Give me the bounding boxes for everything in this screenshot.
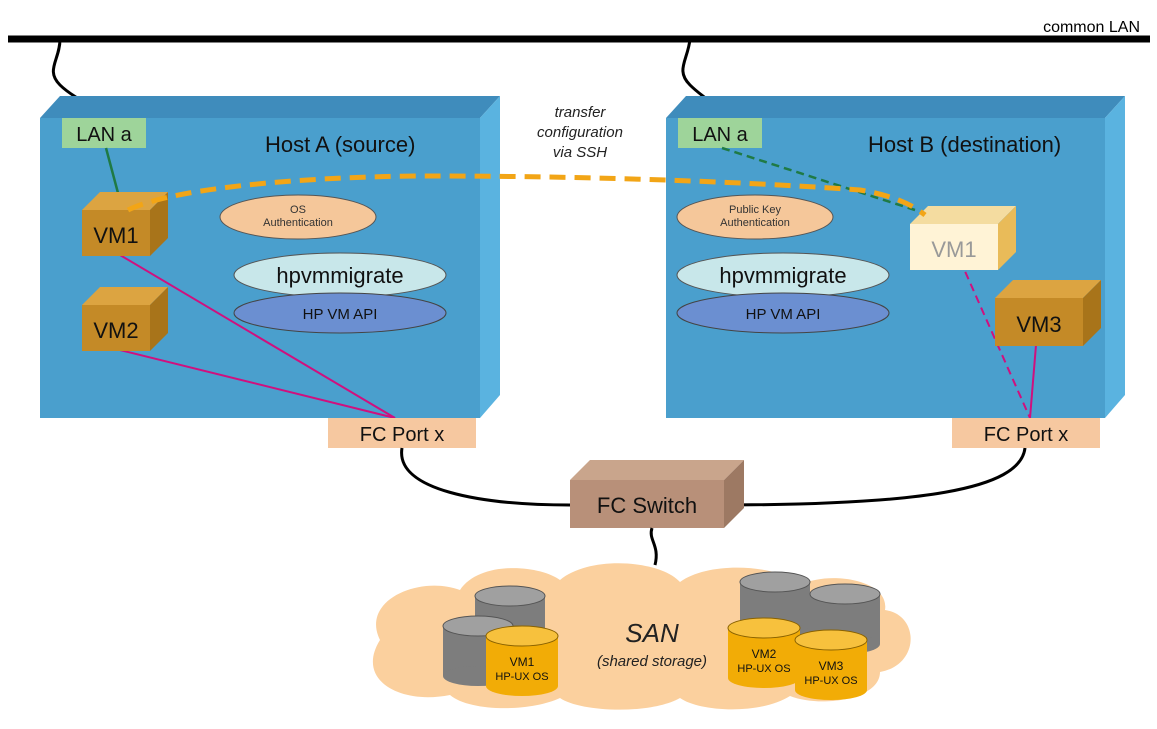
fc-link-vm1-host-b — [959, 259, 1031, 419]
fc-switch-face — [570, 480, 724, 528]
disk-vm1-label: VM1 — [510, 655, 535, 669]
fc-link-vm1-host-a — [119, 254, 396, 419]
fc-cable-host-b — [715, 447, 1027, 507]
disk-vm2-top — [727, 617, 801, 639]
host-b-fc-port-badge — [952, 418, 1100, 448]
disk-vm3-bottom — [795, 680, 867, 700]
transfer-note-line2: configuration — [537, 124, 623, 141]
san-title: SAN — [625, 618, 679, 648]
host-a-vm2: VM2 — [82, 287, 168, 351]
host-b-vm3-face — [995, 298, 1083, 346]
host-b-top — [666, 96, 1125, 118]
host-b-api-label: HP VM API — [746, 306, 821, 323]
disk-vm2-label: VM2 — [752, 647, 777, 661]
host-b-vm3-label: VM3 — [1016, 312, 1061, 337]
transfer-note-line3: via SSH — [553, 144, 607, 161]
host-b-lan-label: LAN a — [692, 124, 748, 146]
disk-vm3-top — [794, 629, 868, 651]
host-b-vm1-top — [910, 206, 1016, 224]
disk-vm3-os: HP-UX OS — [804, 675, 857, 687]
fc-switch-side — [724, 460, 744, 528]
host-b-lan-badge — [678, 118, 762, 148]
host-b-vm3-side — [1083, 280, 1101, 346]
fc-link-vm2-host-a — [119, 349, 396, 419]
host-a-vm1-face — [82, 210, 150, 256]
host-b-migrate-label: hpvmmigrate — [719, 263, 846, 288]
host-b-lan-vm1-link — [721, 146, 916, 212]
disk-gray-3-top — [739, 571, 811, 593]
disk-gray-1-top — [474, 585, 546, 607]
fc-switch-label: FC Switch — [597, 493, 697, 518]
host-a-auth-line2: Authentication — [263, 217, 333, 229]
san-subtitle: (shared storage) — [597, 653, 707, 670]
host-a-auth-line1: OS — [290, 204, 306, 216]
host-a-title: Host A (source) — [265, 132, 415, 157]
transfer-note-line1: transfer — [555, 104, 607, 121]
host-a-vm2-label: VM2 — [93, 318, 138, 343]
host-a-lan-label: LAN a — [76, 124, 132, 146]
disk-vm1-bottom — [486, 676, 558, 696]
host-b-fc-port-label: FC Port x — [984, 424, 1068, 446]
fc-cable-host-a — [400, 447, 571, 507]
host-b-title: Host B (destination) — [868, 132, 1061, 157]
host-a-lan-badge — [62, 118, 146, 148]
san-disk-vm2: VM2 HP-UX OS — [727, 617, 801, 688]
disk-vm2-bottom — [728, 668, 800, 688]
host-a-vm1-top — [82, 192, 168, 210]
host-a-api-label: HP VM API — [303, 306, 378, 323]
host-b-vm3-top — [995, 280, 1101, 298]
host-b-vm1-side — [998, 206, 1016, 270]
host-b-vm3: VM3 — [995, 280, 1101, 346]
fc-switch-top — [570, 460, 744, 480]
host-a-migrate-label: hpvmmigrate — [276, 263, 403, 288]
san-cable — [649, 527, 658, 566]
host-a-vm1-side — [150, 192, 168, 256]
disk-vm2-os: HP-UX OS — [737, 663, 790, 675]
host-a-api-ellipse — [233, 292, 447, 334]
host-b-auth-ellipse — [676, 194, 834, 240]
host-b-side — [1105, 96, 1125, 418]
host-a-vm2-side — [150, 287, 168, 351]
fc-switch: FC Switch — [570, 460, 744, 528]
host-a-top — [40, 96, 500, 118]
common-lan-label: common LAN — [1043, 19, 1140, 36]
disk-gray-4-top — [809, 583, 881, 605]
host-a-vm1-label: VM1 — [93, 223, 138, 248]
host-b-vm1-face — [910, 224, 998, 270]
host-a-fc-port-label: FC Port x — [360, 424, 444, 446]
san-disk-vm3: VM3 HP-UX OS — [794, 629, 868, 700]
host-a-auth-ellipse — [219, 194, 377, 240]
host-a-vm1: VM1 — [82, 192, 168, 256]
host-b-auth-line1: Public Key — [729, 204, 781, 216]
host-b-vm1-label: VM1 — [931, 237, 976, 262]
host-a-vm2-top — [82, 287, 168, 305]
host-b-vm1: VM1 — [910, 206, 1016, 270]
host-b-api-ellipse — [676, 292, 890, 334]
host-a-side — [480, 96, 500, 418]
disk-vm1-os: HP-UX OS — [495, 671, 548, 683]
host-b-auth-line2: Authentication — [720, 217, 790, 229]
disk-vm3-label: VM3 — [819, 659, 844, 673]
host-a-vm2-face — [82, 305, 150, 351]
host-a-fc-port-badge — [328, 418, 476, 448]
fc-link-vm3-host-b — [1029, 344, 1037, 419]
disk-vm1-top — [485, 625, 559, 647]
san-disk-vm1: VM1 HP-UX OS — [485, 625, 559, 696]
